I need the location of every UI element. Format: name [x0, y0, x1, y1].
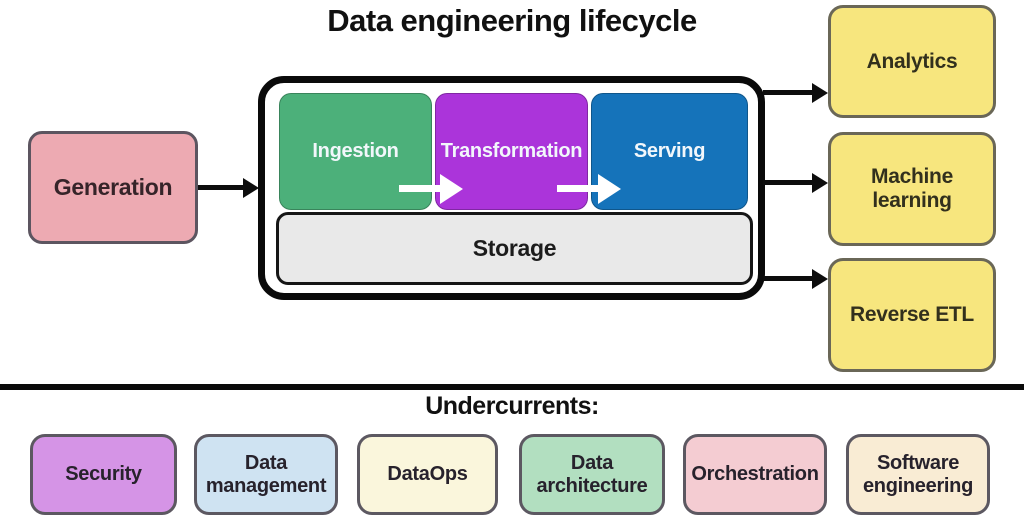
arrow-head-icon — [812, 269, 828, 289]
diagram-title: Data engineering lifecycle — [327, 3, 697, 38]
undercurrent-orchestration-box: Orchestration — [683, 434, 827, 515]
storage-box: Storage — [276, 212, 753, 285]
arrow-shaft — [399, 185, 441, 192]
undercurrents-heading: Undercurrents: — [425, 392, 599, 420]
undercurrent-security-box: Security — [30, 434, 177, 515]
arrow-head-icon — [440, 174, 463, 204]
arrow-shaft — [557, 185, 599, 192]
undercurrent-dataops-box: DataOps — [357, 434, 498, 515]
arrow-head-icon — [598, 174, 621, 204]
section-divider — [0, 384, 1024, 390]
reverse-etl-box: Reverse ETL — [828, 258, 996, 372]
undercurrent-data-architecture-box: Data architecture — [519, 434, 665, 515]
arrow-head-icon — [812, 83, 828, 103]
ingestion-box: Ingestion — [279, 93, 432, 210]
analytics-box: Analytics — [828, 5, 996, 118]
arrow-shaft — [763, 276, 813, 281]
arrow-head-icon — [812, 173, 828, 193]
arrow-head-icon — [243, 178, 259, 198]
undercurrent-software-engineering-box: Software engineering — [846, 434, 990, 515]
machine-learning-box: Machine learning — [828, 132, 996, 246]
arrow-shaft — [763, 90, 813, 95]
generation-box: Generation — [28, 131, 198, 244]
arrow-shaft — [198, 185, 244, 190]
undercurrent-data-management-box: Data management — [194, 434, 338, 515]
arrow-shaft — [763, 180, 813, 185]
